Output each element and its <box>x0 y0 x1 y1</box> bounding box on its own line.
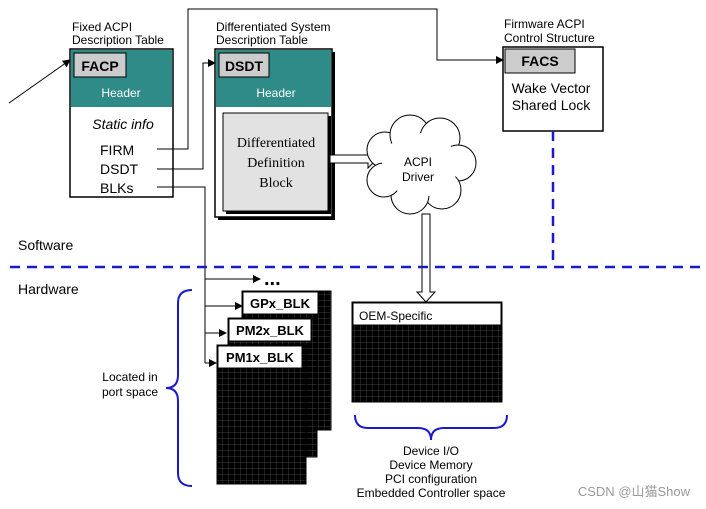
dsdt-header-label: Header <box>256 86 295 100</box>
acpi-driver-cloud <box>366 114 477 215</box>
acpi-driver-line1: ACPI <box>404 155 432 169</box>
software-label: Software <box>18 237 73 253</box>
definition-block-line3: Block <box>259 176 292 191</box>
driver-to-oem-arrow <box>415 213 437 303</box>
facs-field-wake-vector: Wake Vector <box>512 80 591 96</box>
facs-tag-label: FACS <box>521 53 558 69</box>
oem-specific-label: OEM-Specific <box>359 309 432 323</box>
gpx-blk-label: GPx_BLK <box>250 296 311 311</box>
facp-tag <box>73 52 127 78</box>
dsdt-caption-line1: Differentiated System <box>216 20 331 34</box>
facp-tag-label: FACP <box>81 58 118 74</box>
watermark: CSDN @山猫Show <box>578 484 691 499</box>
facp-caption-line1: Fixed ACPI <box>72 20 132 34</box>
blocks-ellipsis: ... <box>264 268 281 290</box>
pm2x-blk-label: PM2x_BLK <box>236 323 305 338</box>
pm2x-blk-label-box <box>228 318 312 342</box>
definition-block-line2: Definition <box>247 156 305 171</box>
facp-caption-line2: Description Table <box>72 33 164 47</box>
oem-specific-label-box <box>352 302 502 326</box>
facp-header-label: Header <box>101 86 140 100</box>
dsdt-tag-label: DSDT <box>225 58 264 74</box>
oem-item-device-memory: Device Memory <box>389 458 472 472</box>
dsdt-caption-line2: Description Table <box>216 33 308 47</box>
port-space-brace <box>165 289 193 487</box>
hardware-label: Hardware <box>18 281 79 297</box>
facp-static-info: Static info <box>92 116 154 132</box>
definition-block <box>222 112 329 212</box>
dsdt-tag <box>218 52 270 78</box>
blks-pointer <box>157 186 206 363</box>
facp-field-firm: FIRM <box>100 142 134 158</box>
facp-incoming-arrow <box>8 59 71 104</box>
definition-block-line1: Differentiated <box>237 136 315 151</box>
oem-item-embedded-controller: Embedded Controller space <box>357 486 506 500</box>
gpx-blk-label-box <box>242 291 319 315</box>
port-space-line1: Located in <box>102 370 157 384</box>
facp-field-blks: BLKs <box>100 180 133 196</box>
acpi-driver-line2: Driver <box>402 170 434 184</box>
facs-caption-line2: Control Structure <box>504 31 595 45</box>
pm1x-blk-label-box <box>217 345 303 369</box>
firm-pointer <box>157 8 504 150</box>
oem-item-device-io: Device I/O <box>403 444 459 458</box>
dsdt-pointer <box>157 59 216 170</box>
facp-field-dsdt: DSDT <box>100 161 139 177</box>
pm1x-blk-label: PM1x_BLK <box>226 350 295 365</box>
oem-item-pci-configuration: PCI configuration <box>385 472 477 486</box>
oem-brace <box>354 414 508 441</box>
port-space-line2: port space <box>102 385 158 399</box>
facs-caption-line1: Firmware ACPI <box>504 17 585 31</box>
facs-tag <box>504 48 576 74</box>
facs-field-shared-lock: Shared Lock <box>512 97 592 113</box>
